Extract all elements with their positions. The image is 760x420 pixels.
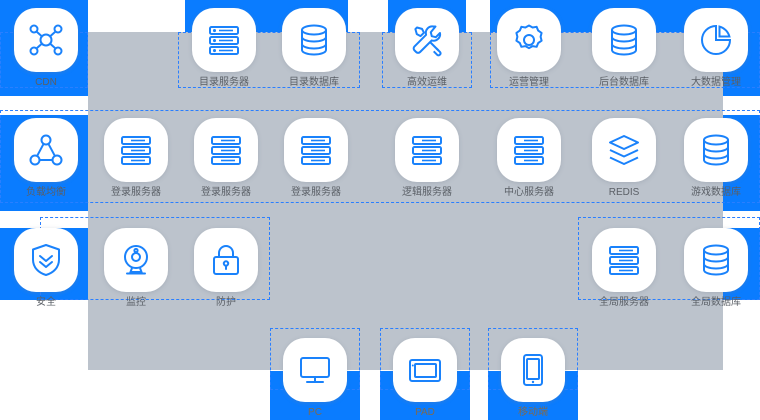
database-icon xyxy=(697,131,735,169)
node-pad[interactable]: PAD xyxy=(393,338,457,419)
game-db-card[interactable] xyxy=(684,118,748,182)
pad-card[interactable] xyxy=(393,338,457,402)
node-label: 防护 xyxy=(216,297,236,308)
node-backend-db[interactable]: 后台数据库 xyxy=(592,8,656,89)
node-label: 移动端 xyxy=(518,407,548,418)
shield-icon xyxy=(27,241,65,279)
protection-card[interactable] xyxy=(194,228,258,292)
node-label: 目录服务器 xyxy=(199,77,249,88)
server-rack-icon xyxy=(205,21,243,59)
node-label: 登录服务器 xyxy=(111,187,161,198)
bigdata-mgmt-card[interactable] xyxy=(684,8,748,72)
node-label: 后台数据库 xyxy=(599,77,649,88)
node-label: REDIS xyxy=(608,187,640,198)
node-label: 安全 xyxy=(36,297,56,308)
login-server-2-card[interactable] xyxy=(194,118,258,182)
pc-card[interactable] xyxy=(283,338,347,402)
mobile-card[interactable] xyxy=(501,338,565,402)
lock-icon xyxy=(207,241,245,279)
gear-icon xyxy=(510,21,548,59)
node-security[interactable]: 安全 xyxy=(14,228,78,309)
node-label: CDN xyxy=(35,77,57,88)
node-ops[interactable]: 高效运维 xyxy=(395,8,459,89)
database-icon xyxy=(605,21,643,59)
smartphone-icon xyxy=(514,351,552,389)
database-icon xyxy=(295,21,333,59)
layers-stack-icon xyxy=(605,131,643,169)
global-server-card[interactable] xyxy=(592,228,656,292)
node-operation-mgmt[interactable]: 运营管理 xyxy=(497,8,561,89)
node-logic-server[interactable]: 逻辑服务器 xyxy=(395,118,459,199)
node-cdn[interactable]: CDN xyxy=(14,8,78,89)
node-label: 全局服务器 xyxy=(599,297,649,308)
node-label: 登录服务器 xyxy=(201,187,251,198)
node-redis[interactable]: REDIS xyxy=(592,118,656,199)
database-icon xyxy=(697,241,735,279)
load-balancer-icon xyxy=(27,131,65,169)
node-label: 监控 xyxy=(126,297,146,308)
group-frame-directory xyxy=(178,32,360,88)
center-server-card[interactable] xyxy=(497,118,561,182)
node-label: 高效运维 xyxy=(407,77,447,88)
ops-card[interactable] xyxy=(395,8,459,72)
node-game-db[interactable]: 游戏数据库 xyxy=(684,118,748,199)
camera-monitor-icon xyxy=(117,241,155,279)
node-protection[interactable]: 防护 xyxy=(194,228,258,309)
node-login-server-2[interactable]: 登录服务器 xyxy=(194,118,258,199)
node-label: 全局数据库 xyxy=(691,297,741,308)
server-rack-icon xyxy=(605,241,643,279)
monitor-card[interactable] xyxy=(104,228,168,292)
security-card[interactable] xyxy=(14,228,78,292)
backend-db-card[interactable] xyxy=(592,8,656,72)
node-label: PAD xyxy=(415,407,435,418)
desktop-monitor-icon xyxy=(296,351,334,389)
node-login-server-3[interactable]: 登录服务器 xyxy=(284,118,348,199)
node-dir-server[interactable]: 目录服务器 xyxy=(192,8,256,89)
node-label: 逻辑服务器 xyxy=(402,187,452,198)
node-load-balance[interactable]: 负载均衡 xyxy=(14,118,78,199)
node-mobile[interactable]: 移动端 xyxy=(501,338,565,419)
node-monitor[interactable]: 监控 xyxy=(104,228,168,309)
node-label: 运营管理 xyxy=(509,77,549,88)
node-center-server[interactable]: 中心服务器 xyxy=(497,118,561,199)
server-rack-icon xyxy=(408,131,446,169)
node-label: 登录服务器 xyxy=(291,187,341,198)
node-label: 负载均衡 xyxy=(26,187,66,198)
dir-db-card[interactable] xyxy=(282,8,346,72)
login-server-1-card[interactable] xyxy=(104,118,168,182)
server-rack-icon xyxy=(510,131,548,169)
node-label: 大数据管理 xyxy=(691,77,741,88)
dir-server-card[interactable] xyxy=(192,8,256,72)
server-rack-icon xyxy=(297,131,335,169)
node-label: 中心服务器 xyxy=(504,187,554,198)
redis-card[interactable] xyxy=(592,118,656,182)
node-label: 目录数据库 xyxy=(289,77,339,88)
tools-wrench-screwdriver-icon xyxy=(408,21,446,59)
server-rack-icon xyxy=(207,131,245,169)
node-label: 游戏数据库 xyxy=(691,187,741,198)
node-global-server[interactable]: 全局服务器 xyxy=(592,228,656,309)
global-db-card[interactable] xyxy=(684,228,748,292)
logic-server-card[interactable] xyxy=(395,118,459,182)
pie-chart-icon xyxy=(697,21,735,59)
cdn-network-icon xyxy=(26,20,66,60)
operation-mgmt-card[interactable] xyxy=(497,8,561,72)
cdn-card[interactable] xyxy=(14,8,78,72)
node-bigdata-mgmt[interactable]: 大数据管理 xyxy=(684,8,748,89)
node-login-server-1[interactable]: 登录服务器 xyxy=(104,118,168,199)
node-global-db[interactable]: 全局数据库 xyxy=(684,228,748,309)
node-pc[interactable]: PC xyxy=(283,338,347,419)
node-dir-db[interactable]: 目录数据库 xyxy=(282,8,346,89)
tablet-icon xyxy=(406,351,444,389)
infrastructure-panel xyxy=(88,32,723,370)
node-label: PC xyxy=(308,407,322,418)
login-server-3-card[interactable] xyxy=(284,118,348,182)
load-balance-card[interactable] xyxy=(14,118,78,182)
server-rack-icon xyxy=(117,131,155,169)
